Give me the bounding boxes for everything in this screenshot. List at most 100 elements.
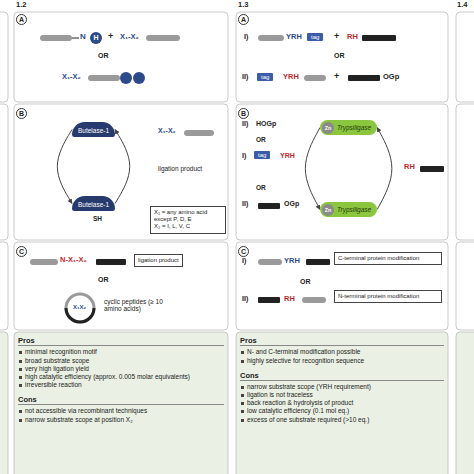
diagram-label: 1.2 — [16, 1, 26, 9]
pros-cons-list: ProsN- and C-terminal modification possi… — [240, 336, 444, 424]
diagram-label: II) — [242, 120, 248, 128]
diagram-label: RH — [284, 295, 295, 303]
panel-letter: B — [238, 108, 249, 119]
peptide-bar — [304, 75, 326, 81]
note-box: X₁ = any amino acid except P, D, EX₂ = I… — [150, 206, 226, 234]
node-text: irreversible reaction — [18, 381, 224, 389]
pros-cons-panel — [236, 332, 448, 474]
diagram-label: I) — [244, 33, 248, 41]
list-heading: Cons — [18, 395, 224, 405]
diagram-label: HOGp — [256, 120, 276, 128]
enzyme-shape: TrypsiligaseZn — [320, 120, 377, 135]
leaving-group — [120, 72, 132, 84]
diagram-label: II) — [242, 295, 248, 303]
panel-frame — [0, 104, 8, 240]
panel-letter: A — [16, 14, 27, 25]
panel-frame — [14, 242, 228, 330]
node-text: Butelase-1 — [78, 201, 109, 208]
pros-cons-panel — [0, 332, 8, 474]
pros-cons-list: Prosminimal recognition motifbroad subst… — [18, 336, 224, 424]
diagram-label: OR — [98, 52, 109, 60]
protein-bar — [362, 35, 396, 41]
diagram-label: I) — [242, 257, 246, 265]
peptide-bar — [258, 35, 284, 41]
node-text: X₂ = I, L, V, C — [154, 223, 222, 230]
diagram-label: ligation product — [158, 165, 202, 172]
product-box: C-terminal protein modification — [334, 252, 442, 265]
panel-frame — [0, 12, 8, 102]
diagram-label: 1.3 — [238, 1, 248, 9]
diagram-label: X₁-X₂ — [62, 73, 81, 81]
node-text: C-terminal protein modification — [338, 255, 438, 262]
node-text: not accessible via recombinant technique… — [18, 407, 224, 415]
node-text: very high ligation yield — [18, 365, 224, 373]
node-text: minimal recognition motif — [18, 348, 224, 356]
list-heading: Pros — [18, 336, 224, 346]
panel-letter: C — [238, 246, 249, 257]
tag-box: tag — [254, 151, 270, 159]
protein-bar — [306, 259, 330, 265]
diagram-label: cyclic peptides (≥ 10 amino acids) — [104, 298, 166, 312]
node-text: A — [19, 16, 24, 23]
diagram-label: OR — [256, 184, 266, 191]
diagram-label: OR — [98, 276, 109, 284]
node-text: Butelase-1 — [78, 127, 109, 134]
node-text: ligation is not traceless — [240, 391, 444, 399]
panel-frame — [456, 242, 474, 330]
enzyme-shape: Butelase-1 — [72, 196, 115, 211]
panel-letter: B — [16, 108, 27, 119]
node-text: Zn — [325, 207, 332, 213]
protein-bar — [258, 297, 280, 303]
panel-frame — [0, 242, 8, 330]
panel-frame — [14, 104, 228, 240]
peptide-bar — [88, 75, 120, 81]
node-text: tag — [261, 74, 269, 80]
cycle-arrow — [57, 130, 72, 204]
product-box: ligation product — [134, 254, 183, 267]
node-text: narrow substrate scope at position X₂ — [18, 416, 224, 424]
tag-box: tag — [307, 33, 323, 41]
cycle-arrow — [377, 128, 392, 210]
diagram-label: OR — [334, 52, 345, 60]
leaving-group — [133, 72, 145, 84]
diagram-label: X₁-X₂ — [120, 33, 139, 41]
protein-bar — [348, 75, 380, 81]
diagram-label: OGp — [383, 73, 399, 81]
diagram-label: OGp — [284, 200, 299, 208]
peptide-bar — [40, 35, 72, 41]
diagram-label: N-X₁-X₂ — [60, 256, 87, 264]
zinc-ion: Zn — [322, 122, 334, 134]
diagram-label: H — [94, 34, 99, 42]
node-text: N-terminal protein modification — [338, 293, 438, 300]
node-text: ligation product — [138, 257, 179, 264]
leaving-group — [90, 32, 102, 44]
diagram-label: YRH — [286, 33, 302, 41]
panel-frame — [236, 242, 448, 330]
peptide-bar — [184, 130, 214, 136]
diagram-label: + — [334, 32, 339, 42]
node-text: excess of one substrate required (>10 eq… — [240, 416, 444, 424]
cycle-arrow — [115, 130, 130, 204]
diagram-label: X₁X₂ — [73, 304, 86, 311]
diagram-label: I) — [242, 152, 246, 160]
diagram-label: II) — [242, 200, 248, 208]
cycle-arrow — [305, 128, 320, 210]
node-text: B — [19, 110, 24, 117]
cyclic-peptide-ring — [66, 294, 94, 322]
cyclic-peptide-segment — [66, 308, 94, 322]
panel-frame — [236, 12, 448, 102]
node-text: X₁ = any amino acid except P, D, E — [154, 209, 222, 223]
panel-letter: C — [16, 246, 27, 257]
peptide-bar — [258, 259, 282, 265]
node-text: low catalytic efficiency (0.1 mol eq.) — [240, 407, 444, 415]
zinc-ion: Zn — [322, 204, 334, 216]
bond-line — [72, 38, 79, 39]
panel-frame — [14, 12, 228, 102]
panel-letter: A — [238, 14, 249, 25]
peptide-bar — [30, 259, 58, 265]
node-text: narrow substrate scope (YRH requirement) — [240, 383, 444, 391]
panel-frame — [456, 12, 474, 102]
panel-frame — [236, 104, 448, 240]
protein-bar — [258, 203, 280, 209]
node-text: A — [241, 16, 246, 23]
